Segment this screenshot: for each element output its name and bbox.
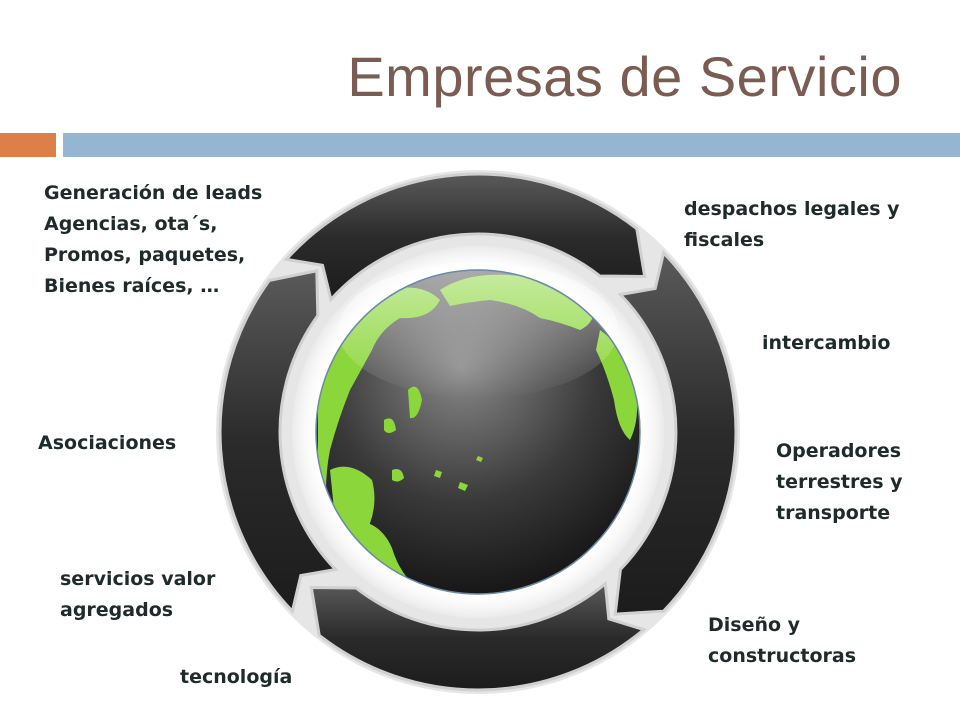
label-diseno-line-2: constructoras <box>708 645 857 667</box>
label-legal-line-2: fiscales <box>684 229 765 251</box>
label-valor: servicios valor agregados <box>60 564 215 626</box>
label-valor-line-2: agregados <box>60 599 174 621</box>
page-title: Empresas de Servicio <box>347 45 902 108</box>
title-underline-bar <box>63 133 960 157</box>
label-asociaciones: Asociaciones <box>38 432 177 454</box>
globe-outline <box>315 269 641 595</box>
segment-bottom <box>309 580 647 692</box>
segment-left <box>218 268 339 615</box>
accent-bar <box>0 133 56 157</box>
label-legal: despachos legales y fiscales <box>684 194 900 256</box>
label-operadores-line-2: terrestres y <box>776 471 903 493</box>
label-valor-line-1: servicios valor <box>60 568 216 590</box>
label-diseno-line-1: Diseño y <box>708 614 801 636</box>
label-tecnologia: tecnología <box>180 666 293 688</box>
cycle-segments <box>218 172 738 692</box>
label-intercambio: intercambio <box>762 332 891 354</box>
label-diseno: Diseño y constructoras <box>708 610 856 672</box>
label-operadores-line-3: transporte <box>776 502 891 524</box>
globe-highlight <box>338 262 618 398</box>
label-leads: Generación de leads Agencias, ota´s, Pro… <box>44 178 262 302</box>
label-leads-line-4: Bienes raíces, … <box>44 275 220 297</box>
label-leads-line-3: Promos, paquetes, <box>44 244 246 266</box>
label-legal-line-1: despachos legales y <box>684 198 900 220</box>
label-operadores: Operadores terrestres y transporte <box>776 436 903 529</box>
segment-right <box>613 249 738 616</box>
label-operadores-line-1: Operadores <box>776 440 902 462</box>
label-leads-line-1: Generación de leads <box>44 182 263 204</box>
segment-top <box>283 172 647 303</box>
label-leads-line-2: Agencias, ota´s, <box>44 213 218 235</box>
